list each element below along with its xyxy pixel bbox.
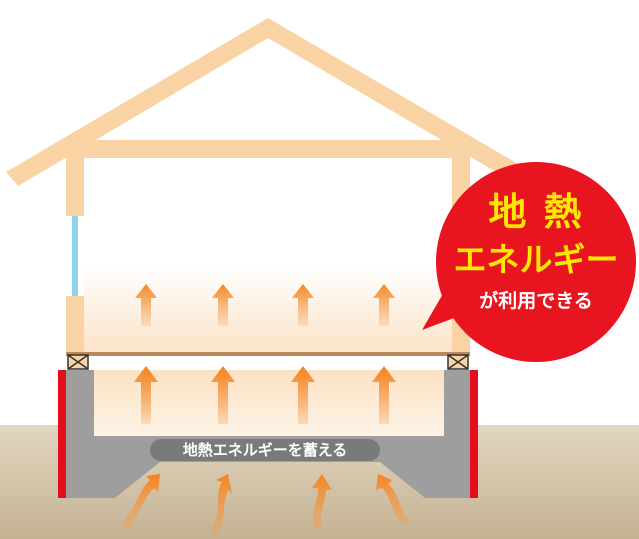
crawl-arrows [134, 366, 396, 424]
badge-subtitle: が利用できる [479, 290, 593, 312]
up-arrow-icon [212, 284, 234, 326]
sill-cross-icon [447, 354, 469, 370]
wavy-arrow-icon [210, 474, 232, 534]
up-arrow-icon [135, 284, 157, 326]
foundation-label: 地熱エネルギーを蓄える [182, 441, 348, 459]
geothermal-badge [422, 162, 636, 362]
up-arrow-icon [373, 284, 395, 326]
sill-cross-icon [67, 354, 89, 370]
ground-arrows [122, 474, 410, 534]
wavy-arrow-icon [376, 474, 410, 524]
room-arrows [135, 284, 395, 326]
up-arrow-icon [134, 366, 158, 424]
badge-title-line2: エネルギー [453, 240, 619, 279]
badge-title-line1: 地 熱 [488, 190, 584, 234]
roof [6, 18, 532, 186]
window [72, 216, 78, 296]
floor-board [66, 352, 470, 356]
up-arrow-icon [211, 366, 235, 424]
up-arrow-icon [372, 366, 396, 424]
room-interior [84, 158, 452, 354]
left-wall-lower [66, 296, 84, 354]
up-arrow-icon [291, 366, 315, 424]
concrete-foundation [66, 370, 470, 498]
left-wall-upper [66, 140, 84, 216]
foundation-label-bg [150, 439, 380, 461]
insulation-left [58, 370, 66, 498]
insulation-right [470, 370, 478, 498]
up-arrow-icon [292, 284, 314, 326]
wavy-arrow-icon [312, 474, 332, 530]
wavy-arrow-icon [122, 474, 160, 528]
